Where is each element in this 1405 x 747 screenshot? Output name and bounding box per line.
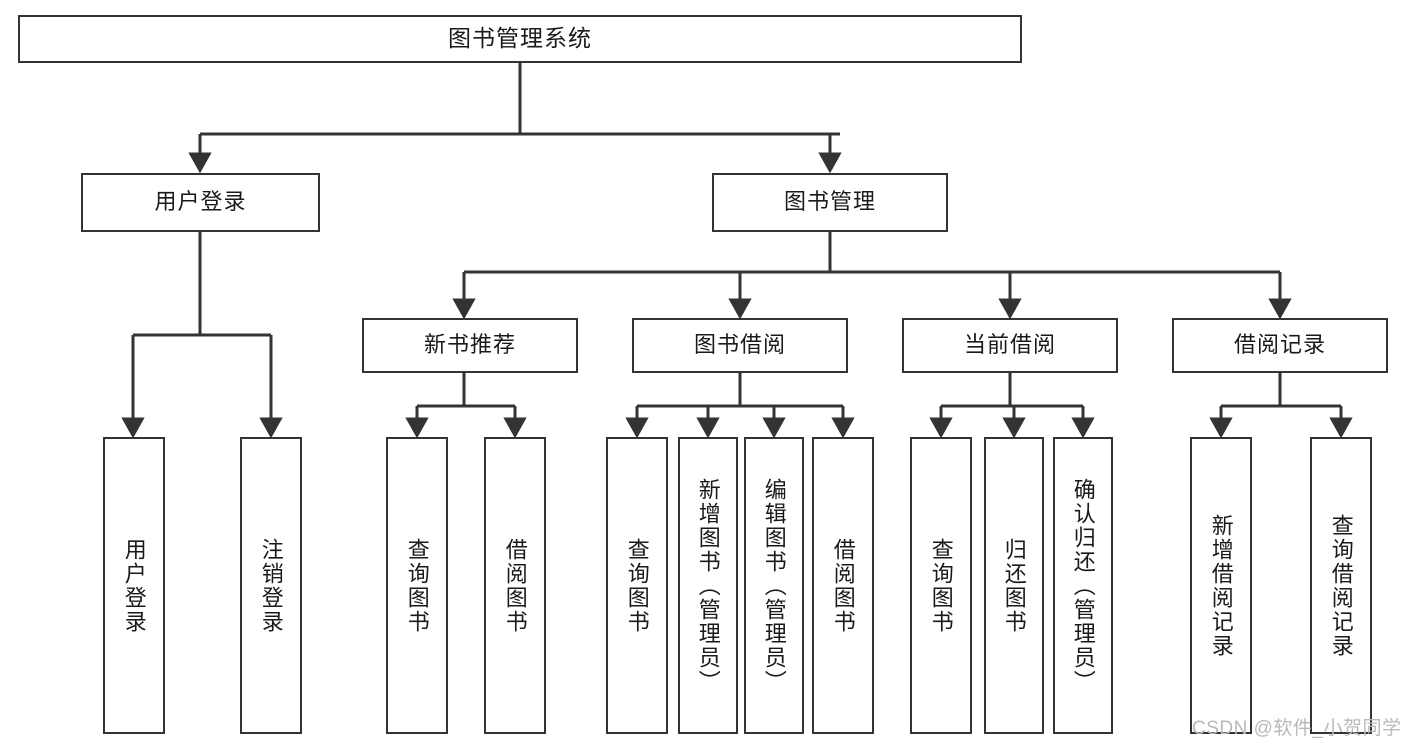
node-label: 借阅图书 (502, 537, 528, 634)
node-user-login[interactable]: 用户登录 (81, 173, 320, 232)
node-label: 确认归还（管理员） (1070, 477, 1096, 694)
node-leaf-add-borrow-record[interactable]: 新增借阅记录 (1190, 437, 1252, 734)
node-borrow-record[interactable]: 借阅记录 (1172, 318, 1388, 373)
node-leaf-query-book-3[interactable]: 查询图书 (910, 437, 972, 734)
node-leaf-query-borrow-record[interactable]: 查询借阅记录 (1310, 437, 1372, 734)
node-leaf-query-book-2[interactable]: 查询图书 (606, 437, 668, 734)
node-label: 查询借阅记录 (1328, 513, 1354, 658)
node-label: 图书管理系统 (448, 25, 592, 52)
node-new-book-recommend[interactable]: 新书推荐 (362, 318, 578, 373)
node-leaf-edit-book[interactable]: 编辑图书（管理员） (744, 437, 804, 734)
node-label: 新增图书（管理员） (695, 477, 721, 694)
csdn-watermark: CSDN @软件_小贺同学 (1192, 718, 1402, 739)
node-leaf-add-book[interactable]: 新增图书（管理员） (678, 437, 738, 734)
node-leaf-confirm-return[interactable]: 确认归还（管理员） (1053, 437, 1113, 734)
node-label: 图书管理 (783, 189, 876, 215)
node-root-system[interactable]: 图书管理系统 (18, 15, 1022, 63)
node-label: 查询图书 (928, 537, 954, 634)
node-book-borrow[interactable]: 图书借阅 (632, 318, 848, 373)
node-label: 借阅记录 (1233, 332, 1326, 358)
node-label: 当前借阅 (963, 332, 1056, 358)
node-leaf-borrow-book-2[interactable]: 借阅图书 (812, 437, 874, 734)
node-label: 用户登录 (154, 189, 247, 215)
node-leaf-logout-login[interactable]: 注销登录 (240, 437, 302, 734)
node-leaf-query-book-1[interactable]: 查询图书 (386, 437, 448, 734)
node-book-management[interactable]: 图书管理 (712, 173, 948, 232)
node-label: 查询图书 (404, 537, 430, 634)
node-label: 借阅图书 (830, 537, 856, 634)
node-label: 编辑图书（管理员） (761, 477, 787, 694)
node-label: 新增借阅记录 (1208, 513, 1234, 658)
node-label: 新书推荐 (423, 332, 516, 358)
node-label: 归还图书 (1001, 537, 1027, 634)
node-label: 注销登录 (258, 537, 284, 634)
node-label: 用户登录 (121, 537, 147, 634)
node-leaf-borrow-book-1[interactable]: 借阅图书 (484, 437, 546, 734)
node-leaf-return-book[interactable]: 归还图书 (984, 437, 1044, 734)
node-label: 图书借阅 (693, 332, 786, 358)
node-label: 查询图书 (624, 537, 650, 634)
node-leaf-user-login[interactable]: 用户登录 (103, 437, 165, 734)
node-current-borrow[interactable]: 当前借阅 (902, 318, 1118, 373)
